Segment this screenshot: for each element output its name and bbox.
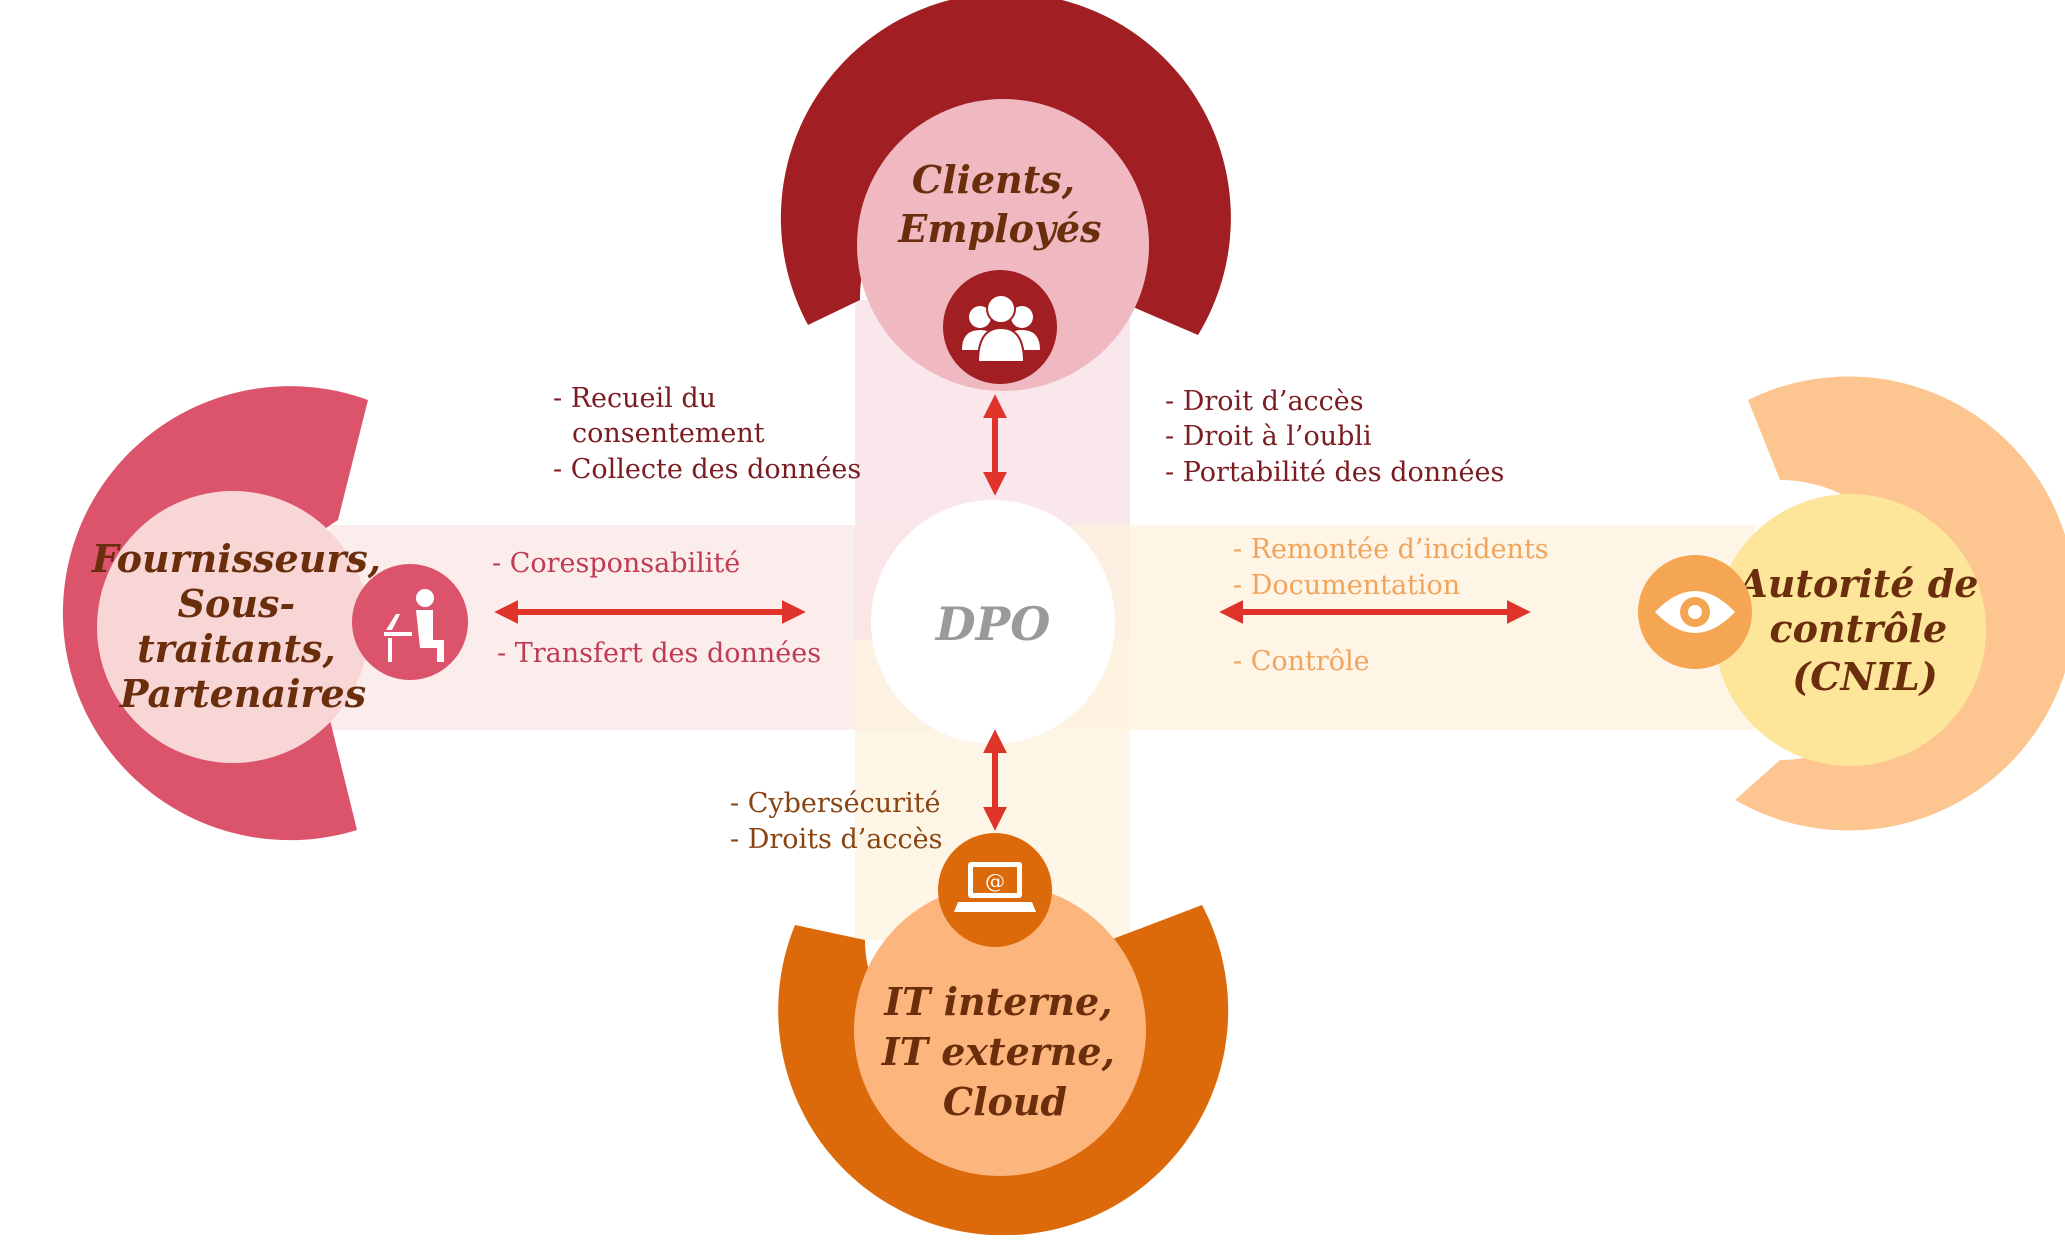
- eye-icon: [1638, 555, 1752, 669]
- top-inner-circle: [857, 99, 1149, 391]
- notes-left-above: - Coresponsabilité: [492, 548, 740, 579]
- left-inner-circle: [97, 491, 369, 763]
- laptop-email-icon: @: [938, 833, 1052, 947]
- bottom-node-label: IT interne, IT externe, Cloud: [881, 979, 1128, 1124]
- notes-top-left: - Recueil du consentement - Collecte des…: [553, 383, 861, 485]
- notes-right-below: - Contrôle: [1233, 646, 1370, 677]
- top-node-label: Clients, Employés: [897, 157, 1101, 251]
- left-node-label: Fournisseurs, Sous- traitants, Partenair…: [91, 536, 394, 716]
- group-users-icon: [943, 270, 1057, 384]
- notes-bottom-left: - Cybersécurité - Droits d’accès: [730, 788, 949, 855]
- dpo-circle: [871, 500, 1115, 744]
- right-ring: [1735, 376, 2065, 831]
- dpo-label: DPO: [934, 597, 1051, 651]
- notes-right-above: - Remontée d’incidents - Documentation: [1233, 534, 1557, 601]
- right-node-label: Autorité de contrôle (CNIL): [1735, 561, 1991, 699]
- bottom-inner-circle: [854, 884, 1146, 1176]
- notes-left-below: - Transfert des données: [497, 638, 821, 669]
- right-inner-circle: [1714, 494, 1986, 766]
- person-at-laptop-icon: [352, 564, 468, 680]
- notes-top-right: - Droit d’accès - Droit à l’oubli - Port…: [1165, 386, 1504, 488]
- laptop-at-symbol: @: [985, 869, 1005, 893]
